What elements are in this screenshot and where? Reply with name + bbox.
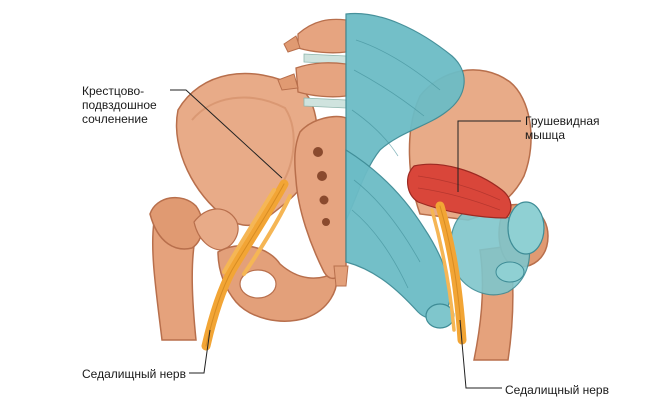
label-sacroiliac-joint: Крестцово- подвздошное сочленение [82, 84, 157, 126]
right-ischial-tuberosity [425, 303, 455, 329]
label-line: сочленение [82, 112, 148, 126]
leader-sacroiliac [170, 89, 283, 179]
left-ischium [217, 245, 338, 322]
leader-piriformis [457, 120, 521, 192]
left-femoral-neck [193, 208, 239, 251]
lumbar-vertebrae [277, 18, 347, 109]
coccyx [333, 265, 349, 287]
left-femur [151, 221, 197, 341]
left-obturator-foramen [239, 269, 277, 299]
leader-sciatic-left [189, 329, 211, 374]
right-knee-cartilage [495, 261, 525, 283]
label-line: подвздошное [82, 98, 157, 112]
label-line: Грушевидная [525, 114, 600, 128]
label-line: мышца [525, 128, 566, 142]
label-line: Крестцово- [82, 84, 145, 98]
label-piriformis: Грушевидная мышца [525, 114, 600, 142]
label-sciatic-nerve-left: Седалищный нерв [82, 367, 186, 381]
leader-sciatic-right [459, 319, 502, 389]
label-sciatic-nerve-right: Седалищный нерв [505, 383, 609, 397]
right-trochanter-cartilage [507, 201, 545, 255]
leader-lines [170, 89, 521, 389]
left-sciatic-nerve [201, 179, 292, 351]
